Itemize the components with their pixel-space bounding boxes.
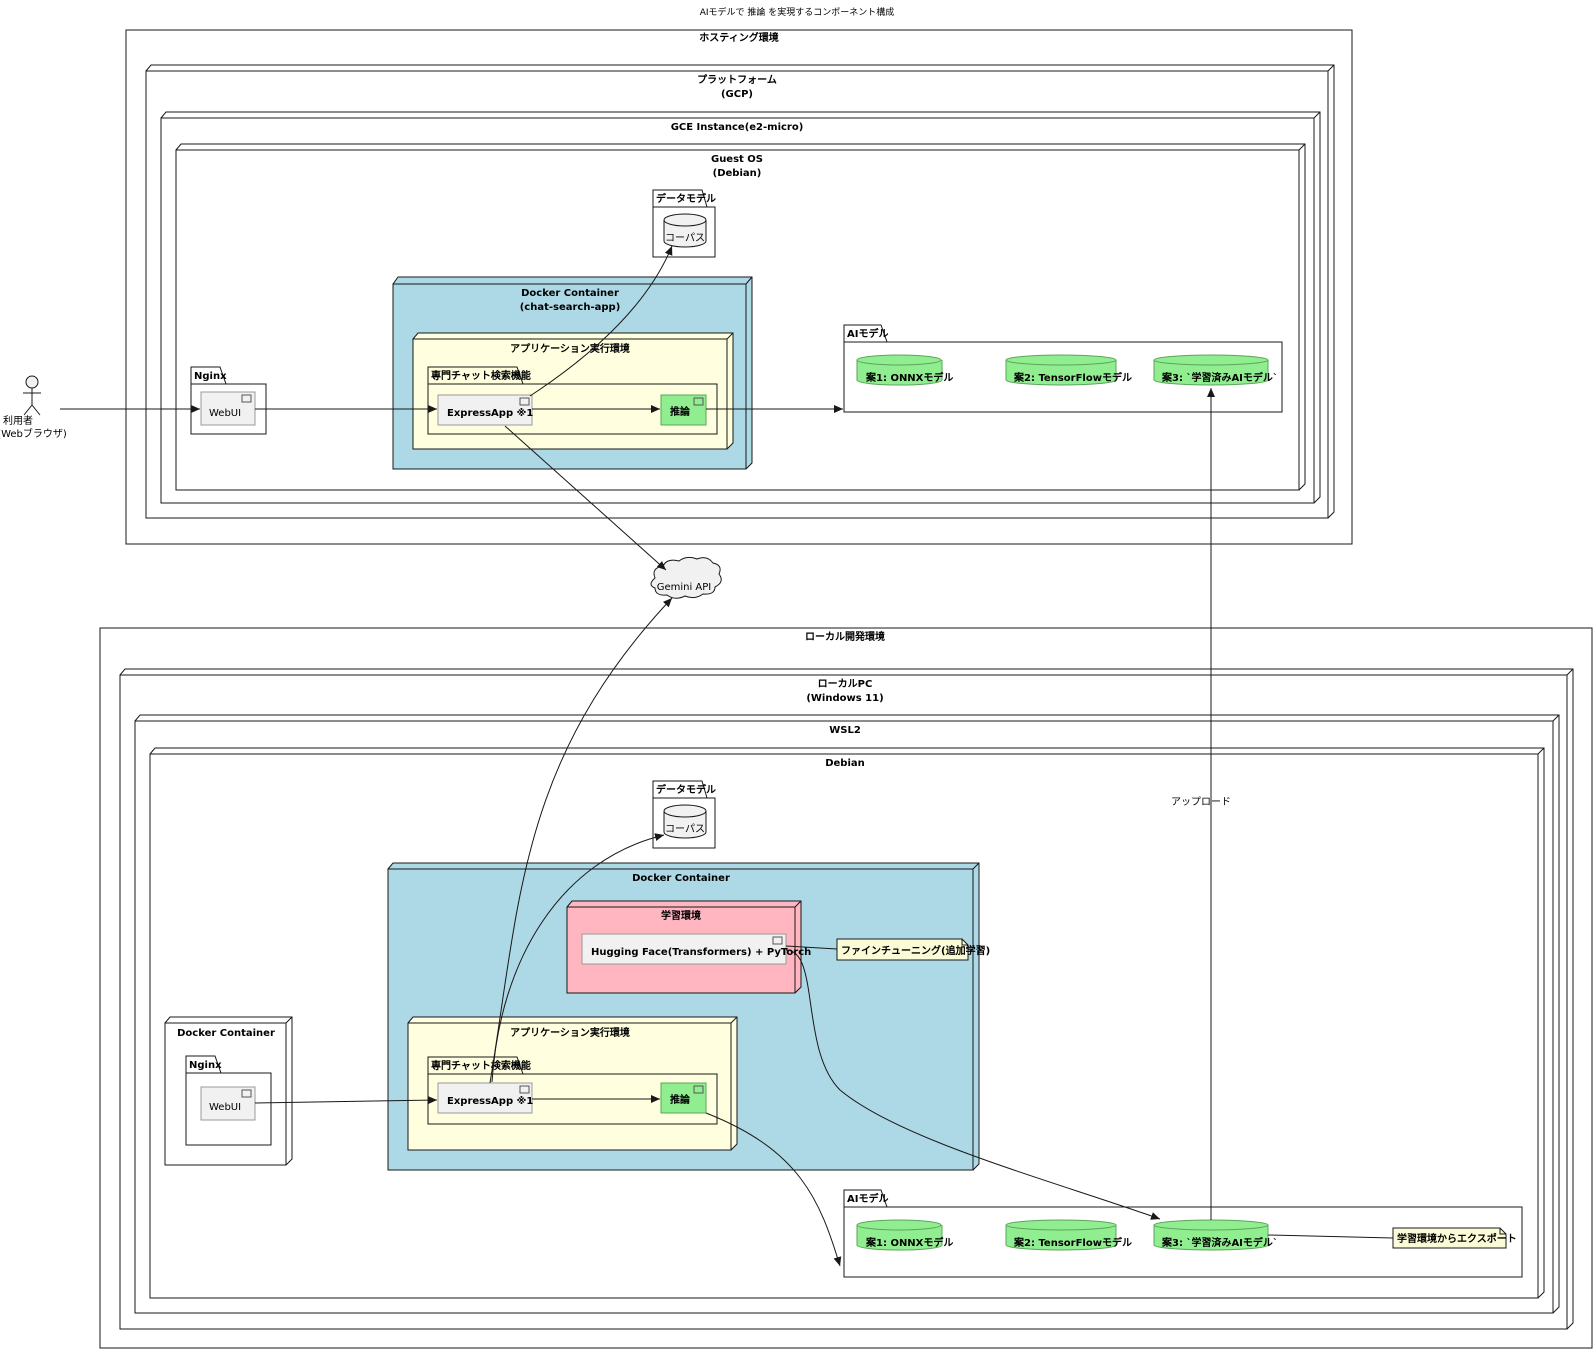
finetune-note: ファインチューニング(追加学習): [836, 938, 990, 961]
local-debian-label: Debian: [825, 758, 865, 769]
connectors: [60, 245, 1394, 1267]
finetune-note-link: [785, 945, 838, 950]
guest-os-label-2: (Debian): [713, 168, 762, 179]
hosting-model-trained: 案3: `学習済みAIモデル`: [1153, 354, 1278, 386]
guest-os-node: Guest OS (Debian): [175, 143, 1306, 491]
local-nginx-label: Nginx: [189, 1060, 222, 1071]
export-note-label: 学習環境からエクスポート: [1397, 1232, 1517, 1245]
training-environment-label: 学習環境: [661, 909, 701, 922]
platform-label-2: (GCP): [721, 89, 753, 100]
local-model-trained: 案3: `学習済みAIモデル`: [1153, 1219, 1278, 1251]
gemini-api-cloud: Gemini API: [650, 556, 722, 599]
gemini-api-label: Gemini API: [657, 582, 712, 593]
arrow-hf-trained: [785, 949, 1161, 1220]
local-model-onnx-label: 案1: ONNXモデル: [865, 1236, 953, 1249]
hosting-inference-label: 推論: [670, 405, 691, 418]
hosting-model-tensorflow: 案2: TensorFlowモデル: [1005, 354, 1132, 386]
hosting-expressapp-label: ExpressApp ※1: [447, 407, 533, 419]
hosting-nginx-label: Nginx: [194, 371, 227, 382]
local-environment: ローカル開発環境: [99, 627, 1593, 1349]
local-pc-node: ローカルPC (Windows 11): [119, 668, 1574, 1330]
arrow-local-express-corpus: [491, 833, 665, 1083]
local-chat-package-label: 専門チャット検索機能: [431, 1059, 531, 1072]
hosting-chat-package-label: 専門チャット検索機能: [431, 369, 531, 382]
hosting-expressapp-component: ExpressApp ※1: [437, 394, 533, 426]
finetune-note-label: ファインチューニング(追加学習): [841, 944, 990, 957]
arrow-local-express-gemini: [489, 597, 673, 1084]
huggingface-label: Hugging Face(Transformers) + PyTorch: [591, 947, 811, 958]
hosting-model-tensorflow-label: 案2: TensorFlowモデル: [1013, 371, 1132, 384]
hosting-webui-label: WebUI: [209, 408, 241, 419]
local-datamodel-label: データモデル: [656, 783, 716, 796]
hosting-corpus-db: コーパス: [663, 213, 707, 248]
wsl2-node: WSL2: [134, 714, 1560, 1314]
arrow-local-webui-express: [254, 1096, 438, 1105]
local-model-tensorflow-label: 案2: TensorFlowモデル: [1013, 1236, 1132, 1249]
hosting-environment-label: ホスティング環境: [699, 31, 778, 44]
local-expressapp-label: ExpressApp ※1: [447, 1095, 533, 1107]
hosting-datamodel-label: データモデル: [656, 192, 716, 205]
arrow-express-corpus: [529, 245, 673, 397]
local-app-environment-label: アプリケーション実行環境: [510, 1026, 630, 1039]
hosting-aimodel-label: AIモデル: [847, 327, 888, 340]
local-pc-label-1: ローカルPC: [818, 678, 873, 690]
hosting-docker-label-1: Docker Container: [521, 288, 619, 299]
local-corpus-label: コーパス: [665, 823, 705, 835]
hosting-environment: ホスティング環境: [125, 29, 1353, 545]
local-aimodel-label: AIモデル: [847, 1192, 888, 1205]
arrow-express-gemini: [504, 425, 667, 571]
user-actor: 利用者 (Webブラウザ): [0, 375, 67, 440]
hosting-corpus-label: コーパス: [665, 232, 705, 244]
local-inference-component: 推論: [660, 1082, 707, 1114]
hosting-webui-component: WebUI: [200, 391, 256, 426]
export-note-link: [1267, 1234, 1394, 1239]
upload-label: アップロード: [1171, 796, 1231, 808]
hosting-docker-label-2: (chat-search-app): [520, 302, 621, 313]
local-corpus-db: コーパス: [663, 804, 707, 839]
diagram-title: AIモデルで 推論 を実現するコンポーネント構成: [700, 6, 895, 18]
local-model-onnx: 案1: ONNXモデル: [856, 1219, 953, 1251]
huggingface-component: Hugging Face(Transformers) + PyTorch: [581, 933, 811, 965]
hosting-model-onnx: 案1: ONNXモデル: [856, 354, 953, 386]
hosting-model-trained-label: 案3: `学習済みAIモデル`: [1161, 371, 1278, 384]
user-label-1: 利用者: [3, 415, 33, 427]
local-expressapp-component: ExpressApp ※1: [437, 1082, 533, 1114]
local-webui-component: WebUI: [200, 1086, 256, 1121]
local-model-tensorflow: 案2: TensorFlowモデル: [1005, 1219, 1132, 1251]
local-environment-label: ローカル開発環境: [805, 630, 885, 643]
arrow-local-infer-aimodel: [705, 1112, 842, 1267]
local-nginx-docker-label: Docker Container: [177, 1028, 275, 1039]
platform-node: プラットフォーム (GCP): [145, 64, 1335, 519]
hosting-app-environment-label: アプリケーション実行環境: [510, 342, 630, 355]
hosting-inference-component: 推論: [660, 394, 707, 426]
local-pc-label-2: (Windows 11): [806, 693, 883, 704]
gce-instance-label: GCE Instance(e2-micro): [671, 122, 804, 133]
guest-os-label-1: Guest OS: [711, 154, 763, 165]
local-docker-label: Docker Container: [632, 873, 730, 884]
platform-label-1: プラットフォーム: [697, 73, 777, 86]
hosting-model-onnx-label: 案1: ONNXモデル: [865, 371, 953, 384]
wsl2-label: WSL2: [829, 725, 861, 736]
gce-instance-node: GCE Instance(e2-micro): [160, 111, 1321, 504]
local-model-trained-label: 案3: `学習済みAIモデル`: [1161, 1236, 1278, 1249]
export-note: 学習環境からエクスポート: [1392, 1227, 1517, 1249]
local-webui-label: WebUI: [209, 1102, 241, 1113]
local-inference-label: 推論: [670, 1093, 691, 1106]
local-debian-node: Debian: [149, 747, 1545, 1299]
user-label-2: (Webブラウザ): [0, 427, 67, 440]
